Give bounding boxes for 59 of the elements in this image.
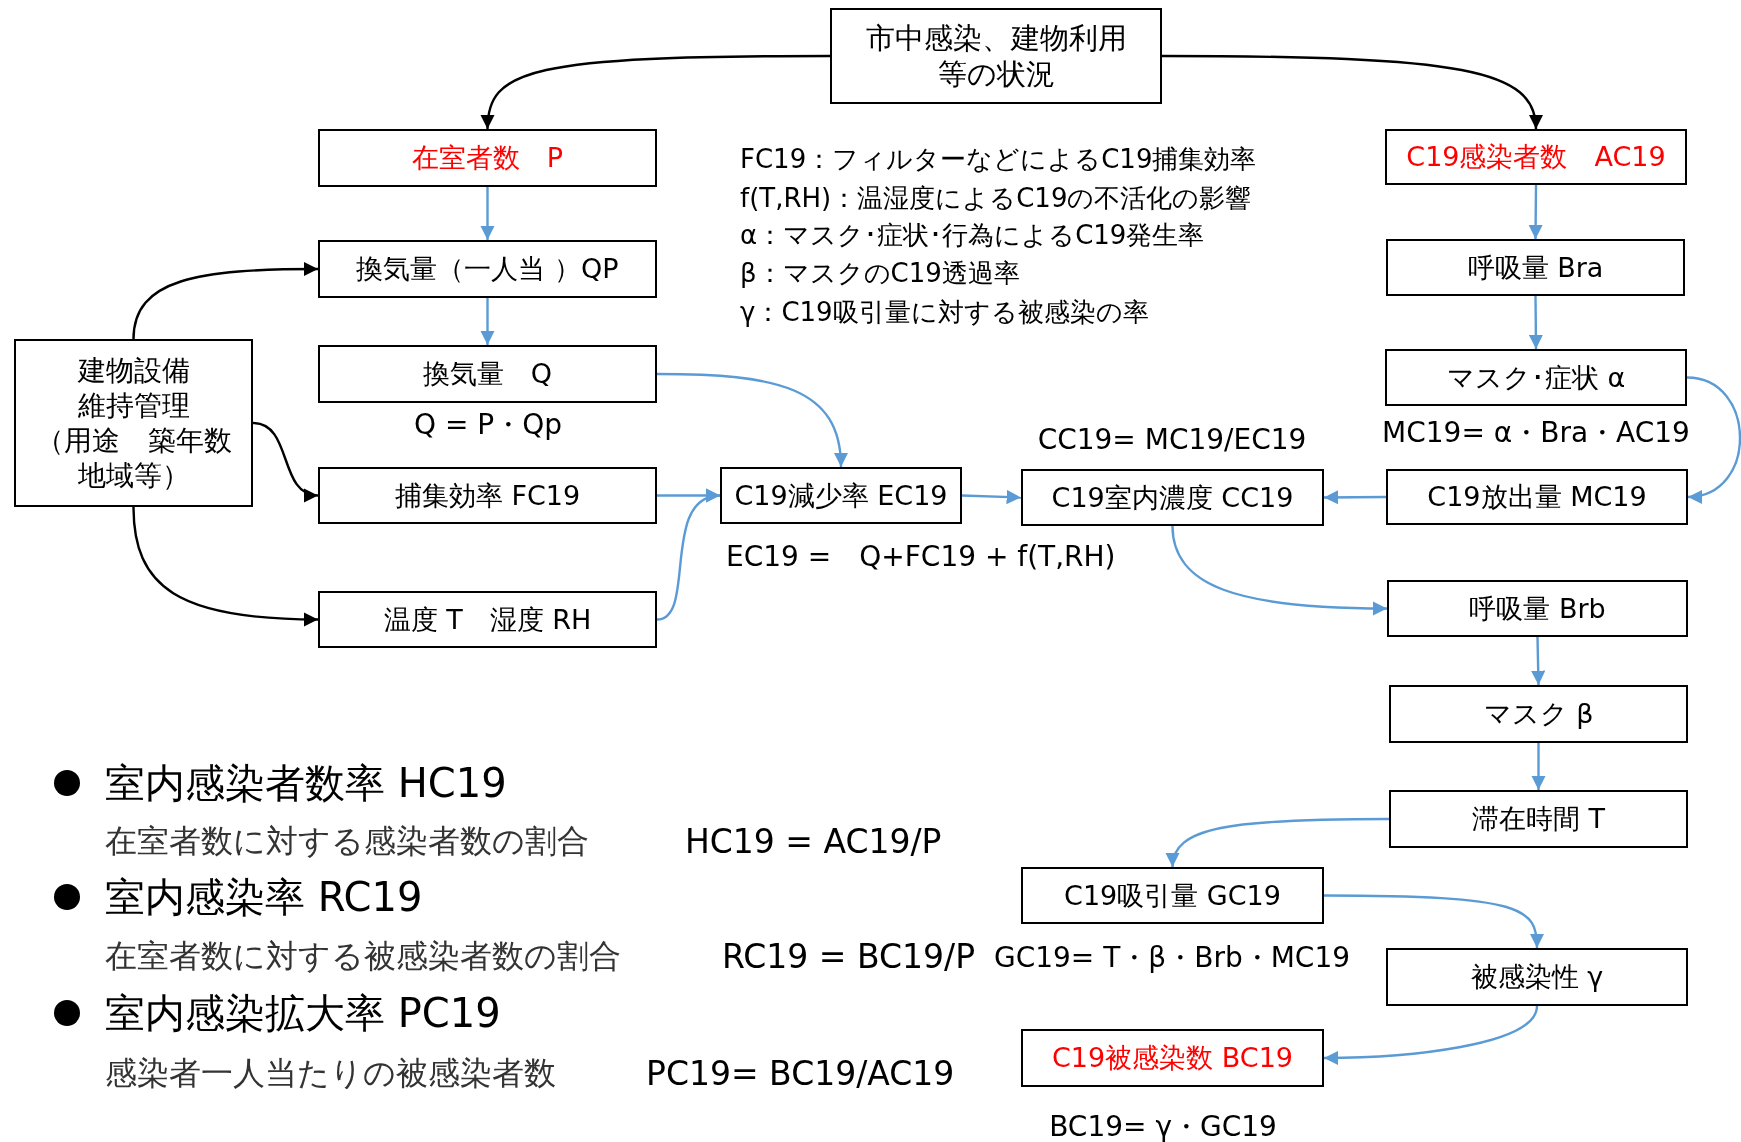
process-box: C19被感染数 BC19 [1021,1029,1324,1087]
process-box: 在室者数 P [318,129,657,187]
arrow [1528,185,1543,239]
heading-text: 室内感染者数率 HC19 [105,759,507,809]
arrow [480,298,495,345]
process-box: 温度 T 湿度 RH [318,591,657,648]
arrow [1528,296,1544,349]
legend-text: β：マスクのC19透過率 [740,256,1020,290]
formula-text: MC19= α・Bra・AC19 [1382,415,1690,451]
process-box: マスク β [1389,685,1688,743]
formula-text: BC19= γ・GC19 [1049,1109,1277,1142]
formula-text: PC19= BC19/AC19 [646,1052,955,1094]
arrow [1531,743,1546,790]
process-box: 呼吸量 Brb [1387,580,1688,637]
legend-text: f(T,RH)：温湿度によるC19の不活化の影響 [740,181,1252,215]
arrow [1324,490,1386,505]
arrow [1171,525,1387,616]
description-text: 在室者数に対する被感染者数の割合 [105,937,621,977]
process-box: C19減少率 EC19 [720,467,962,524]
arrow [1324,894,1544,949]
process-box: C19室内濃度 CC19 [1021,469,1324,526]
process-box: C19感染者数 AC19 [1385,129,1687,185]
arrow [657,372,848,468]
formula-text: HC19 = AC19/P [685,820,942,862]
process-box: 被感染性 γ [1386,948,1688,1006]
process-box: 換気量 Q [318,345,657,403]
arrow [1324,1005,1539,1065]
process-box: 捕集効率 FC19 [318,467,657,524]
formula-text: RC19 = BC19/P [722,935,976,977]
arrow [1686,376,1741,503]
heading-text: 室内感染拡大率 PC19 [105,989,501,1039]
process-box: 滞在時間 T [1389,790,1688,848]
formula-text: CC19= MC19/EC19 [1037,423,1307,456]
arrow [132,261,318,340]
heading-text: 室内感染率 RC19 [105,873,423,923]
process-box: C19吸引量 GC19 [1021,867,1324,924]
description-text: 在室者数に対する感染者数の割合 [105,822,589,862]
process-box: 建物設備維持管理（用途 築年数地域等） [14,339,253,507]
process-box: 換気量（一人当 ）QP [318,240,657,298]
arrow [132,506,319,627]
arrow [252,421,319,501]
formula-text: Q = P・Qp [414,407,562,443]
process-box: 市中感染、建物利用等の状況 [830,8,1162,104]
arrow [1167,817,1389,868]
legend-text: FC19：フィルターなどによるC19捕集効率 [740,142,1257,176]
legend-text: γ：C19吸引量に対する被感染の率 [740,295,1149,329]
arrow [1531,636,1546,686]
process-box: マスク･症状 α [1385,349,1687,406]
formula-text: GC19= T・β・Brb・MC19 [994,940,1350,976]
process-box: 呼吸量 Bra [1386,239,1685,296]
formula-text: EC19 = Q+FC19 + f(T,RH) [726,539,1116,575]
arrow [961,489,1022,505]
description-text: 感染者一人当たりの被感染者数 [105,1054,556,1094]
arrow [480,187,495,240]
arrow [1162,54,1542,130]
legend-text: α：マスク･症状･行為によるC19発生率 [740,218,1205,252]
process-box: C19放出量 MC19 [1386,469,1688,525]
arrow [656,491,721,621]
arrow [481,54,830,130]
